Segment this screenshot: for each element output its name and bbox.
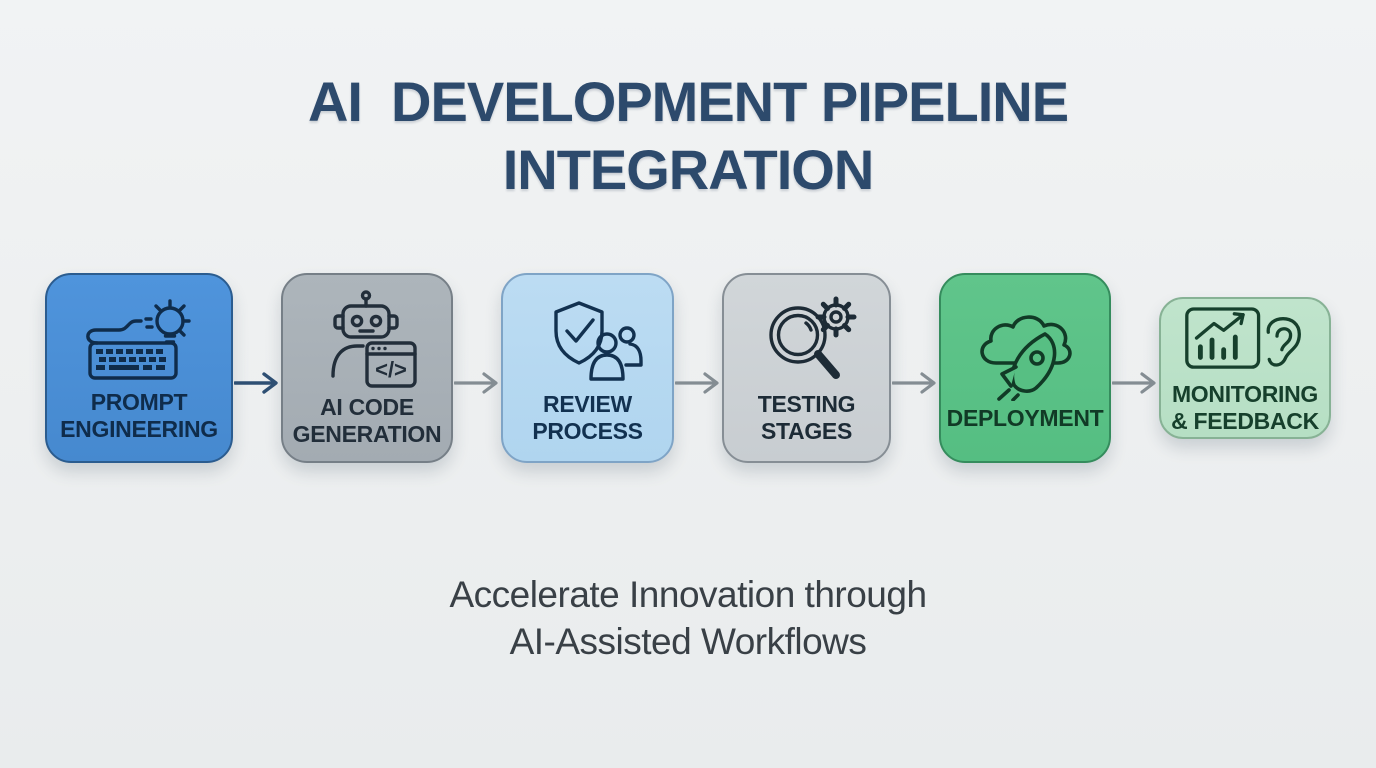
chart-ear-icon [1181, 301, 1309, 379]
stage-label: TESTING STAGES [757, 390, 856, 444]
stage-review-process: REVIEW PROCESS [501, 272, 674, 463]
stage-monitoring-feedback: MONITORING & FEEDBACK [1159, 296, 1331, 439]
subtitle-line-1: Accelerate Innovation through [449, 574, 927, 615]
stage-deployment: DEPLOYMENT [939, 272, 1111, 463]
stage-label: REVIEW PROCESS [532, 390, 643, 444]
magnifier-gear-icon [750, 291, 864, 387]
robot-code-window-icon: </> [313, 288, 421, 390]
connector-4 [891, 355, 939, 394]
page-title: AI DEVELOPMENT PIPELINE INTEGRATION [0, 68, 1376, 204]
stage-ai-code-generation: </> AI CODE GENERATION [281, 272, 453, 463]
arrow-right-icon [1112, 371, 1156, 394]
shield-check-users-icon [529, 291, 647, 387]
arrow-right-icon [234, 371, 278, 394]
stage-label: PROMPT ENGINEERING [60, 388, 218, 442]
stage-testing-stages: TESTING STAGES [722, 272, 891, 463]
arrow-right-icon [892, 371, 936, 394]
connector-3 [674, 355, 722, 394]
stage-label: AI CODE GENERATION [292, 393, 442, 447]
connector-1 [233, 355, 281, 394]
arrow-right-icon [675, 371, 719, 394]
title-line-2: INTEGRATION [502, 138, 875, 201]
arrow-right-icon [454, 371, 498, 394]
stage-label: MONITORING & FEEDBACK [1171, 380, 1319, 434]
title-line-1: AI DEVELOPMENT PIPELINE [307, 70, 1069, 133]
keyboard-lightbulb-icon [77, 293, 201, 385]
subtitle: Accelerate Innovation through AI-Assiste… [0, 571, 1376, 665]
connector-5 [1111, 355, 1159, 394]
code-glyph: </> [375, 357, 407, 382]
pipeline-row: PROMPT ENGINEERING [45, 272, 1331, 463]
stage-prompt-engineering: PROMPT ENGINEERING [45, 272, 233, 463]
subtitle-line-2: AI-Assisted Workflows [509, 621, 867, 662]
stage-label: DEPLOYMENT [946, 405, 1104, 431]
connector-2 [453, 355, 501, 394]
cloud-rocket-icon [966, 303, 1084, 401]
